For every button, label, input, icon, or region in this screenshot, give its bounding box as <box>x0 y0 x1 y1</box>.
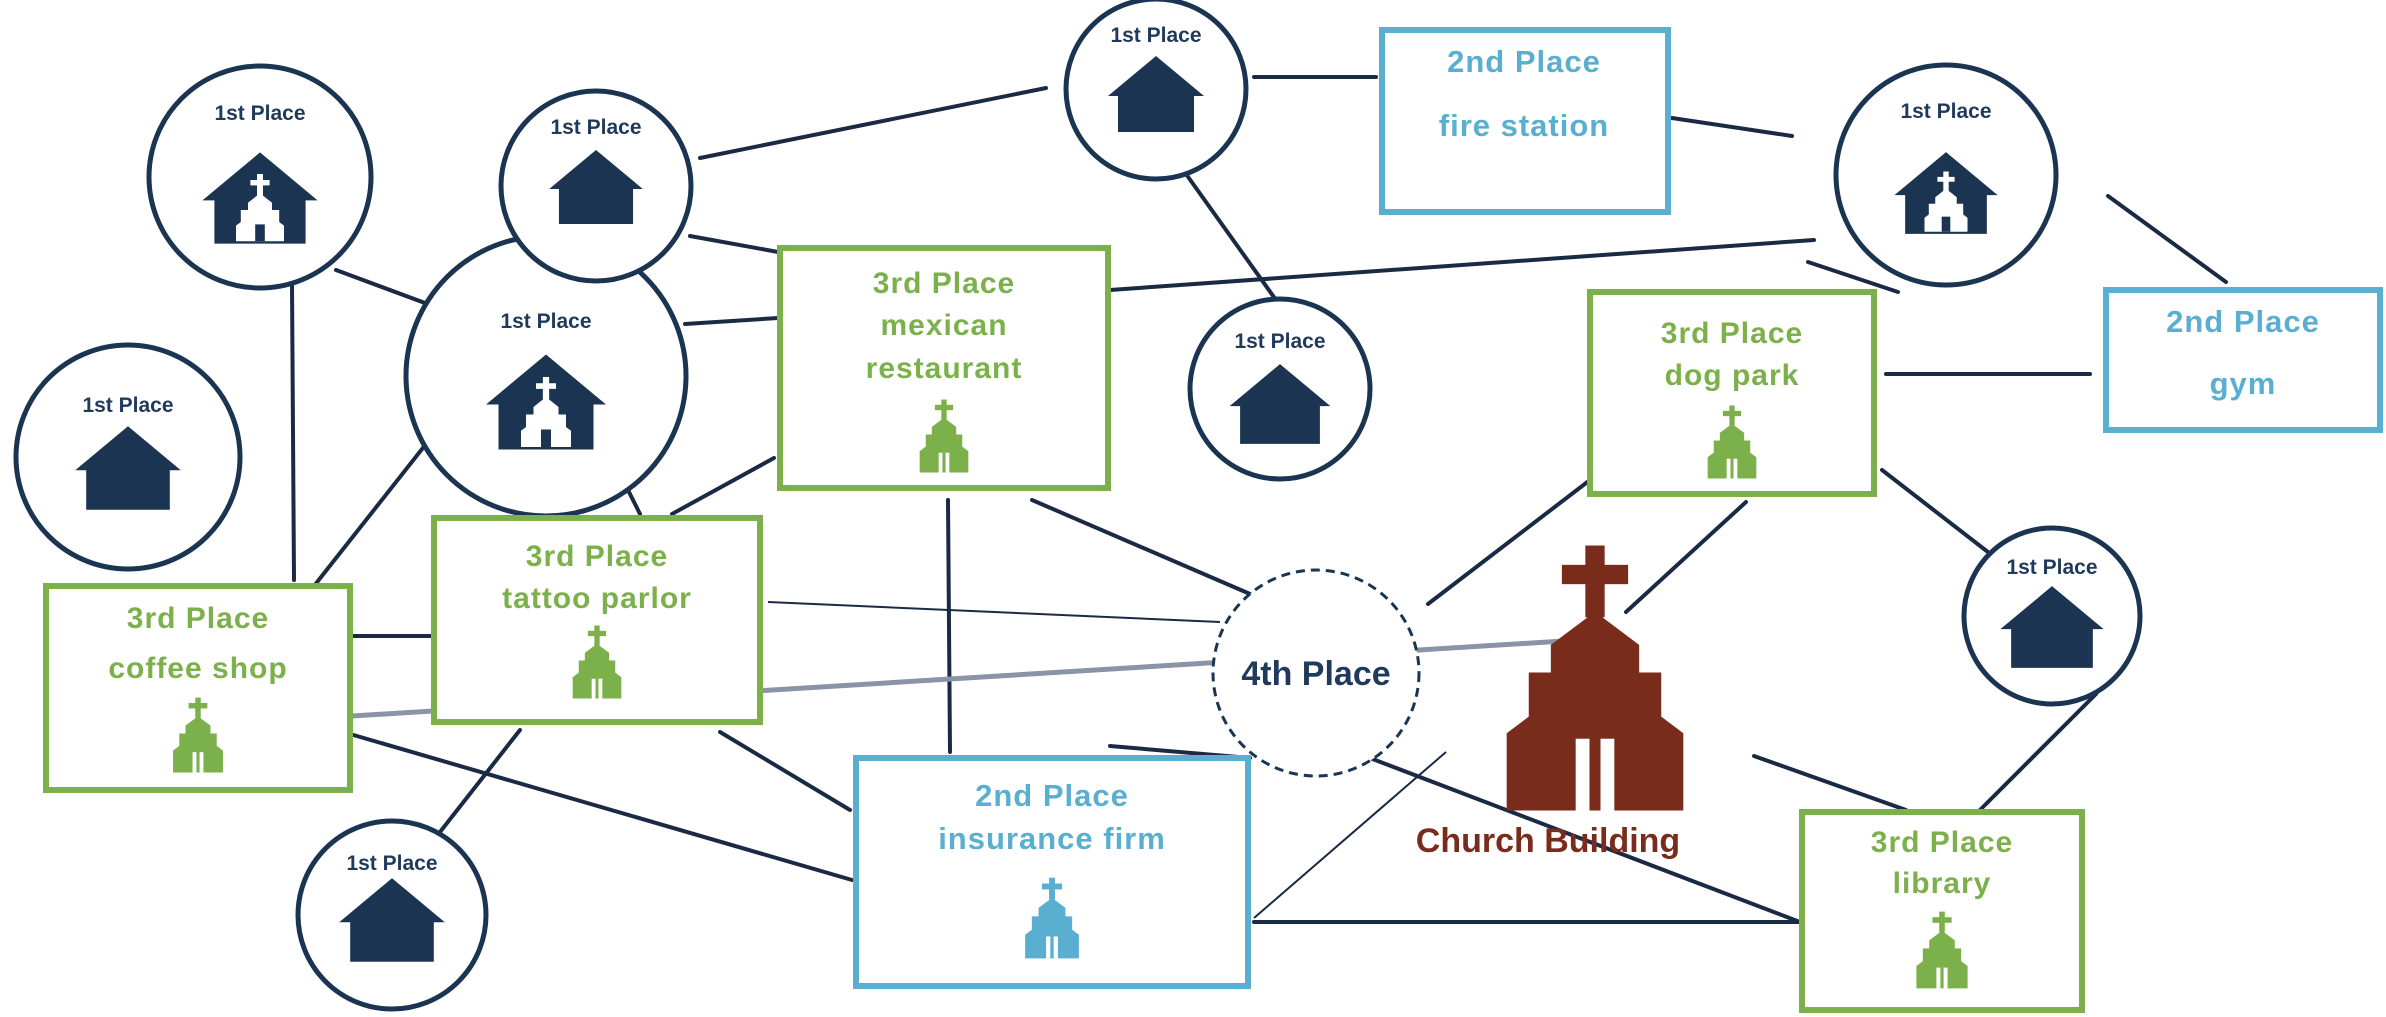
svg-text:gym: gym <box>2210 366 2277 401</box>
first-place-node: 1st Place <box>295 818 489 1012</box>
first-place-node: 1st Place <box>498 88 694 284</box>
third-place-node: 3rd Place tattoo parlor <box>431 515 763 725</box>
svg-text:1st Place: 1st Place <box>1110 24 1201 47</box>
svg-text:2nd Place: 2nd Place <box>2166 304 2320 339</box>
svg-text:3rd Place: 3rd Place <box>526 540 668 573</box>
svg-text:Church Building: Church Building <box>1416 822 1680 860</box>
svg-text:mexican: mexican <box>880 309 1007 342</box>
svg-text:1st Place: 1st Place <box>550 116 641 139</box>
svg-text:dog park: dog park <box>1665 359 1800 392</box>
svg-text:1st Place: 1st Place <box>1234 330 1325 353</box>
first-place-node: 1st Place <box>13 342 243 572</box>
second-place-node: 2nd Place fire station <box>1379 27 1671 215</box>
connection-lines <box>290 75 2228 924</box>
svg-text:3rd Place: 3rd Place <box>1871 826 2013 859</box>
first-place-node: 1st Place <box>403 233 689 519</box>
second-place-node: 2nd Place insurance firm <box>853 755 1251 989</box>
svg-text:1st Place: 1st Place <box>346 852 437 875</box>
third-place-node: 3rd Place coffee shop <box>43 583 353 793</box>
svg-text:fire station: fire station <box>1439 108 1609 143</box>
third-place-node: 3rd Place mexican restaurant <box>777 245 1111 491</box>
svg-text:3rd Place: 3rd Place <box>1661 317 1803 350</box>
svg-text:library: library <box>1893 867 1992 900</box>
thin-connection-lines <box>767 601 1447 919</box>
svg-text:tattoo parlor: tattoo parlor <box>502 582 692 615</box>
svg-text:coffee shop: coffee shop <box>108 652 287 685</box>
third-place-node: 3rd Place library <box>1799 809 2085 1013</box>
svg-text:4th Place: 4th Place <box>1241 655 1390 693</box>
first-place-node: 1st Place <box>1063 0 1249 182</box>
third-place-node: 3rd Place dog park <box>1587 289 1877 497</box>
second-place-node: 2nd Place gym <box>2103 287 2383 433</box>
svg-text:1st Place: 1st Place <box>1900 100 1991 123</box>
first-place-node: 1st Place <box>1961 525 2143 707</box>
svg-text:2nd Place: 2nd Place <box>1447 44 1601 79</box>
svg-text:1st Place: 1st Place <box>82 394 173 417</box>
svg-text:1st Place: 1st Place <box>500 310 591 333</box>
svg-text:1st Place: 1st Place <box>2006 556 2097 579</box>
svg-text:3rd Place: 3rd Place <box>873 267 1015 300</box>
svg-text:3rd Place: 3rd Place <box>127 602 269 635</box>
first-place-node: 1st Place <box>1833 62 2059 288</box>
church-building: Church Building <box>1416 545 1684 860</box>
svg-text:restaurant: restaurant <box>866 352 1023 385</box>
svg-text:1st Place: 1st Place <box>214 102 305 125</box>
fourth-place-node: 4th Place <box>1211 568 1421 778</box>
first-place-node: 1st Place <box>146 63 374 291</box>
svg-text:2nd Place: 2nd Place <box>975 778 1129 813</box>
svg-text:insurance firm: insurance firm <box>938 821 1166 856</box>
first-place-node: 1st Place <box>1187 296 1373 482</box>
